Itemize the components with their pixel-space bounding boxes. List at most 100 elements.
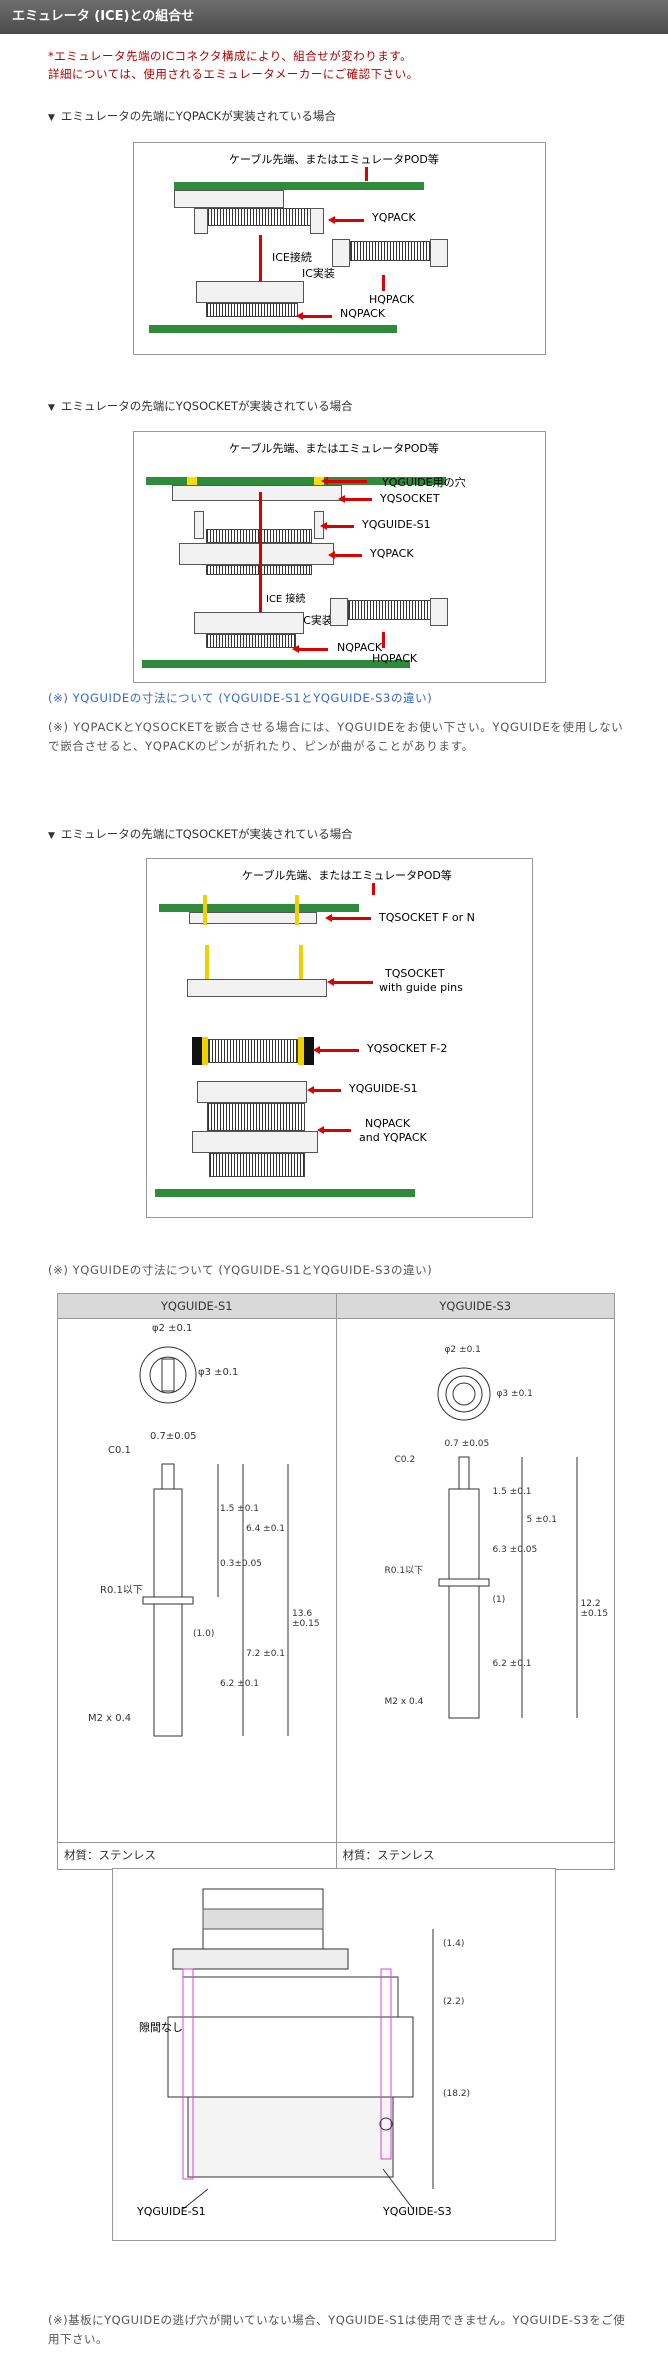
guide-hole xyxy=(202,1037,208,1065)
col-yqguide-s3: YQGUIDE-S3 xyxy=(335,1293,615,1319)
notice-line-2: 詳細については、使用されるエミュレータメーカーにご確認下さい。 xyxy=(48,67,419,81)
guide-hole xyxy=(187,477,197,485)
label-no-gap: 隙間なし xyxy=(139,2021,183,2034)
triangle-icon: ▼ xyxy=(48,113,55,123)
section3-heading-text: エミュレータの先端にTQSOCKETが実装されている場合 xyxy=(60,827,353,841)
nqpack-body xyxy=(194,612,304,634)
label-ic: IC実装 xyxy=(300,614,333,627)
nqpack-pins xyxy=(206,634,296,648)
tqsocket-body xyxy=(189,912,317,924)
diagram-yqsocket: ケーブル先端、またはエミュレータPOD等 YQGUIDE用の穴 YQSOCKET… xyxy=(133,431,546,683)
assembly-svg xyxy=(167,1888,434,2210)
s1-dim-c2: 0.3±0.05 xyxy=(220,1559,262,1569)
label-guide: YQGUIDE-S1 xyxy=(362,518,431,531)
label-top: ケーブル先端、またはエミュレータPOD等 xyxy=(229,153,439,166)
arrow xyxy=(365,167,368,181)
label-yqsocket-f2: YQSOCKET F-2 xyxy=(367,1042,448,1055)
diagram-yqpack: ケーブル先端、またはエミュレータPOD等 YQPACK ICE接続 IC実装 N… xyxy=(133,142,546,355)
drawing-s1: φ2 ±0.1 φ3 ±0.1 0.7±0.05 C0.1 R0.1以下 M2 … xyxy=(57,1318,337,1843)
s3-dim-w: 0.7 ±0.05 xyxy=(444,1439,490,1449)
guide-hole xyxy=(314,477,324,485)
arrow xyxy=(328,551,362,559)
arrow xyxy=(292,645,328,653)
triangle-icon: ▼ xyxy=(48,831,55,841)
spec-note: (※) YQGUIDEの寸法について (YQGUIDE-S1とYQGUIDE-S… xyxy=(48,1263,433,1277)
material-s3: 材質：ステンレス xyxy=(335,1842,615,1870)
section1-heading-text: エミュレータの先端にYQPACKが実装されている場合 xyxy=(60,109,336,123)
label-hqpack: HQPACK xyxy=(369,293,415,306)
socket-block xyxy=(304,1037,314,1065)
guide-pin xyxy=(299,945,303,983)
hqpack-end xyxy=(430,239,448,267)
label-nqpack: NQPACK xyxy=(340,307,386,320)
arrow xyxy=(321,477,367,485)
arrow xyxy=(325,914,371,922)
label-yqguide-s3: YQGUIDE-S3 xyxy=(383,2205,452,2218)
diagram-tqsocket: ケーブル先端、またはエミュレータPOD等 TQSOCKET F or N TQS… xyxy=(146,858,533,1218)
label-ic: IC実装 xyxy=(302,267,335,280)
triangle-icon: ▼ xyxy=(48,403,55,413)
s1-dim-w: 0.7±0.05 xyxy=(150,1431,197,1442)
s1-dim-d1: φ2 ±0.1 xyxy=(152,1323,193,1334)
drawing-s3: φ2 ±0.1 φ3 ±0.1 0.7 ±0.05 C0.2 R0.1以下 M2… xyxy=(335,1318,615,1843)
pcb xyxy=(155,1189,415,1197)
s1-dim-g: 13.6 ±0.15 xyxy=(292,1609,320,1629)
pcb xyxy=(146,477,446,485)
arrow xyxy=(328,216,364,224)
yqguide-dimension-link[interactable]: (※) YQGUIDEの寸法について (YQGUIDE-S1とYQGUIDE-S… xyxy=(48,691,433,705)
yqguide-body xyxy=(197,1081,307,1103)
pcb xyxy=(142,660,410,668)
arrow xyxy=(317,1126,351,1134)
nqpack-body xyxy=(196,281,304,303)
hqpack-pins xyxy=(348,600,432,620)
guide-pin xyxy=(205,945,209,983)
dim-2-2: (2.2) xyxy=(443,1997,465,2007)
nqpack-pins xyxy=(207,1103,305,1131)
s3-dim-g: 12.2 ±0.15 xyxy=(580,1599,609,1619)
s3-dim-c2: 6.3 ±0.05 xyxy=(492,1545,538,1555)
yqsocket-pins xyxy=(208,1039,298,1063)
s3-dim-d: (1) xyxy=(492,1595,506,1605)
s1-dim-m: M2 x 0.4 xyxy=(88,1713,132,1724)
notice: *エミュレータ先端のICコネクタ構成により、組合せが変わります。 詳細については… xyxy=(48,47,419,83)
s1-dim-d2: φ3 ±0.1 xyxy=(198,1367,239,1378)
arrow xyxy=(382,632,385,648)
material-s1: 材質：ステンレス xyxy=(57,1842,337,1870)
label-with-guide-pins: with guide pins xyxy=(379,981,463,994)
assembly-section-drawing: 隙間なし YQGUIDE-S1 YQGUIDE-S3 (1.4) (2.2) (… xyxy=(112,1868,556,2241)
arrow xyxy=(296,312,332,320)
yqpack-body xyxy=(174,190,284,208)
nqpack-pins xyxy=(206,303,298,317)
yqsocket-body xyxy=(172,485,342,501)
s3-dim-c: C0.2 xyxy=(394,1455,416,1465)
yqguide-s1-drawing xyxy=(139,1346,289,1737)
arrow xyxy=(327,978,373,986)
pcb xyxy=(159,904,359,912)
label-nqpack: NQPACK xyxy=(337,641,383,654)
label-yqpack: YQPACK xyxy=(370,547,414,560)
arrow xyxy=(259,235,262,283)
hqpack-end xyxy=(330,598,348,626)
yqpack-body xyxy=(179,543,334,565)
arrow xyxy=(338,495,372,503)
guide-pin xyxy=(295,895,299,925)
hqpack-end xyxy=(332,239,350,267)
label-yqpack: YQPACK xyxy=(372,211,416,224)
label-hqpack: HQPACK xyxy=(372,652,418,665)
section1-heading: ▼ エミュレータの先端にYQPACKが実装されている場合 xyxy=(48,108,336,124)
s1-dim-a: 1.5 ±0.1 xyxy=(220,1504,260,1514)
label-yqsocket: YQSOCKET xyxy=(380,492,440,505)
s3-dim-b: 5 ±0.1 xyxy=(526,1515,557,1525)
dim-1-4: (1.4) xyxy=(443,1939,465,1949)
page-title: エミュレータ (ICE)との組合せ xyxy=(0,0,668,34)
s1-dim-d: (1.0) xyxy=(193,1629,215,1639)
arrow xyxy=(372,883,375,895)
label-yqguide-s1: YQGUIDE-S1 xyxy=(349,1082,418,1095)
pcb xyxy=(174,182,424,190)
section2-heading: ▼エミュレータの先端にYQSOCKETが実装されている場合 xyxy=(48,398,353,414)
guide-pin xyxy=(194,511,204,539)
hqpack-pins xyxy=(350,241,432,261)
guide-post xyxy=(194,208,208,234)
arrow xyxy=(259,492,262,612)
nqpack-pins xyxy=(209,1153,305,1177)
